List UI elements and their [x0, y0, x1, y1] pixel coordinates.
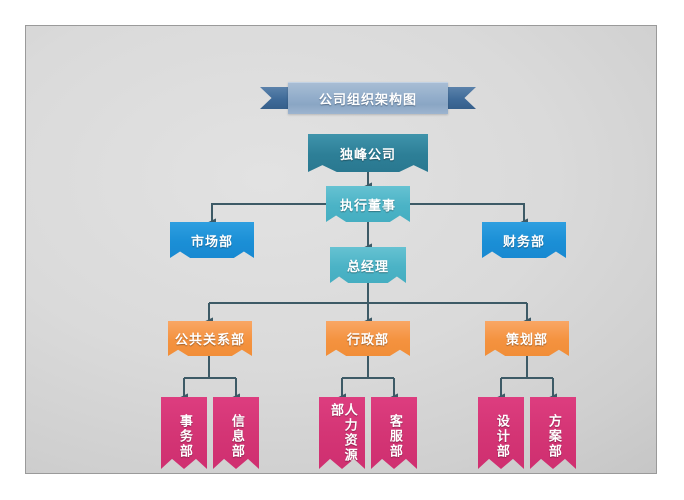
node-design-dept-label: 设计部	[493, 413, 509, 459]
node-root[interactable]: 独峰公司	[308, 134, 428, 172]
ribbon-tail-left	[260, 87, 294, 109]
node-administration-dept-label: 行政部	[346, 333, 389, 348]
node-finance-dept[interactable]: 财务部	[482, 222, 566, 258]
node-customer-service-dept-label: 客服部	[386, 413, 402, 459]
node-information-dept[interactable]: 信息部	[213, 397, 259, 469]
node-marketing-dept[interactable]: 市场部	[170, 222, 254, 258]
node-human-resources-dept[interactable]: 人力资源部	[319, 397, 365, 469]
node-human-resources-dept-label: 人力资源部	[328, 403, 357, 463]
chart-frame: 公司组织架构图 独峰公司 执行董事 市场部 财务部 总经理 公共关系部 行政部 …	[25, 25, 657, 474]
node-information-dept-label: 信息部	[228, 413, 244, 459]
node-planning-dept[interactable]: 策划部	[485, 321, 569, 356]
node-proposal-dept[interactable]: 方案部	[530, 397, 576, 469]
node-executive-director-label: 执行董事	[339, 198, 396, 214]
node-customer-service-dept[interactable]: 客服部	[371, 397, 417, 469]
node-general-manager-label: 总经理	[346, 259, 389, 275]
node-affairs-dept-label: 事务部	[176, 413, 192, 459]
ribbon-tail-right	[442, 87, 476, 109]
chart-title-ribbon: 公司组织架构图	[260, 82, 476, 114]
node-marketing-dept-label: 市场部	[190, 234, 233, 250]
node-executive-director[interactable]: 执行董事	[326, 186, 410, 222]
node-public-relations-dept[interactable]: 公共关系部	[168, 321, 252, 356]
node-administration-dept[interactable]: 行政部	[326, 321, 410, 356]
node-root-label: 独峰公司	[339, 147, 396, 163]
node-finance-dept-label: 财务部	[502, 234, 545, 250]
node-general-manager[interactable]: 总经理	[330, 247, 406, 283]
node-public-relations-dept-label: 公共关系部	[174, 333, 245, 348]
node-design-dept[interactable]: 设计部	[478, 397, 524, 469]
page-title: 公司组织架构图	[318, 93, 417, 108]
ribbon-body: 公司组织架构图	[288, 82, 448, 114]
node-affairs-dept[interactable]: 事务部	[161, 397, 207, 469]
edge-exec-fin	[402, 203, 528, 226]
node-proposal-dept-label: 方案部	[545, 413, 561, 459]
node-planning-dept-label: 策划部	[505, 333, 548, 348]
edge-exec-mkt	[208, 203, 334, 226]
